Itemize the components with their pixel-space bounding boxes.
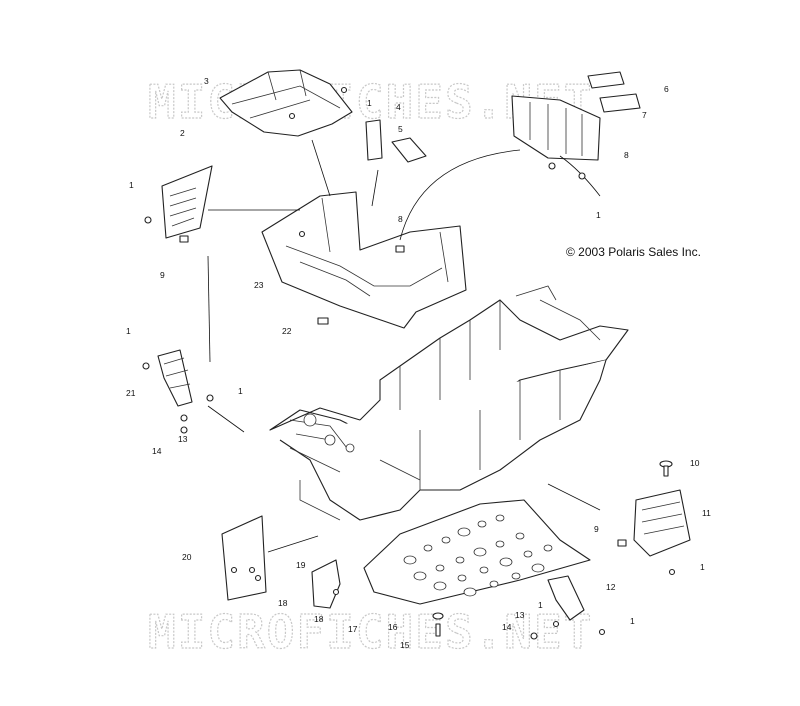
- decal-5-part: [391, 137, 427, 163]
- callout-4: 4: [396, 102, 401, 112]
- callout-16: 16: [388, 622, 398, 632]
- skid-plate-part: [363, 499, 591, 605]
- skid-plate-hole: [495, 514, 505, 522]
- callout-1-d: 1: [126, 326, 131, 336]
- decal-6-part: [587, 71, 625, 89]
- left-side-guard-part: [161, 165, 213, 239]
- skid-plate-hole: [457, 574, 467, 582]
- left-front-panel-part: [221, 515, 267, 601]
- skid-plate-hole: [403, 555, 417, 565]
- callout-1-b: 1: [129, 180, 134, 190]
- skid-plate-hole: [457, 527, 471, 537]
- callout-21: 21: [126, 388, 136, 398]
- watermark-bottom: MICROFICHES.NET: [148, 605, 593, 659]
- callout-13-a: 13: [178, 434, 188, 444]
- callout-1-h: 1: [630, 616, 635, 626]
- push-rivet-10-part: [659, 460, 673, 477]
- skid-plate-hole: [463, 587, 477, 597]
- skid-plate-hole: [543, 544, 553, 552]
- callout-10: 10: [690, 458, 700, 468]
- callout-15: 15: [400, 640, 410, 650]
- skid-plate-hole: [495, 540, 505, 548]
- callout-9-a: 9: [160, 270, 165, 280]
- skid-plate-hole: [479, 566, 489, 574]
- skid-plate-hole: [511, 572, 521, 580]
- skid-plate-hole: [489, 580, 499, 588]
- leader-lines: [207, 139, 601, 553]
- callout-8-a: 8: [624, 150, 629, 160]
- skid-plate-hole: [499, 557, 513, 567]
- bracket-19-part: [311, 559, 341, 609]
- callout-1-g: 1: [538, 600, 543, 610]
- skid-plate-hole: [523, 550, 533, 558]
- bolt-15-part: [435, 623, 441, 637]
- callout-20: 20: [182, 552, 192, 562]
- skid-plate-hole: [435, 564, 445, 572]
- callout-18-a: 18: [278, 598, 288, 608]
- skid-plate-hole: [423, 544, 433, 552]
- callout-11: 11: [702, 508, 711, 518]
- nut-16-part: [432, 612, 444, 620]
- copyright-notice: © 2003 Polaris Sales Inc.: [566, 245, 701, 259]
- skid-plate-hole: [515, 532, 525, 540]
- callout-19: 19: [296, 560, 306, 570]
- rear-floor-panel-part: [219, 69, 353, 137]
- left-footrest-part: [157, 349, 193, 407]
- callout-9-b: 9: [594, 524, 599, 534]
- callout-18-b: 18: [314, 614, 324, 624]
- main-frame-part: [269, 285, 629, 521]
- callout-13-b: 13: [515, 610, 525, 620]
- callout-1-e: 1: [238, 386, 243, 396]
- callout-23: 23: [254, 280, 264, 290]
- callout-17: 17: [348, 624, 358, 634]
- clip-8-part: [395, 245, 405, 253]
- callout-2: 2: [180, 128, 185, 138]
- skid-plate-hole: [441, 536, 451, 544]
- skid-plate-hole: [473, 547, 487, 557]
- fasteners: [142, 86, 676, 640]
- clip-9-left-part: [179, 235, 189, 243]
- skid-plate-hole: [413, 571, 427, 581]
- rear-panel-8-part: [511, 95, 601, 161]
- skid-plate-hole: [433, 581, 447, 591]
- callout-14-b: 14: [502, 622, 512, 632]
- callout-1-f: 1: [700, 562, 705, 572]
- callout-3: 3: [204, 76, 209, 86]
- callout-1-a: 1: [367, 98, 372, 108]
- right-footrest-part: [547, 575, 585, 621]
- clip-9-right-part: [617, 539, 627, 547]
- floor-tray-part: [261, 191, 467, 329]
- callout-6: 6: [664, 84, 669, 94]
- callout-7: 7: [642, 110, 647, 120]
- right-side-guard-part: [633, 489, 691, 557]
- skid-plate-hole: [455, 556, 465, 564]
- callout-labels: 1 1 1 1 1 1 1 1 2 3 4 5 6 7 8 8 9 9 9 10…: [126, 76, 711, 650]
- callout-8-b: 8: [398, 214, 403, 224]
- decal-7-part: [599, 93, 641, 113]
- decal-4-part: [365, 119, 383, 161]
- callout-5: 5: [398, 124, 403, 134]
- callout-14-a: 14: [152, 446, 162, 456]
- callout-12: 12: [606, 582, 616, 592]
- skid-plate-hole: [531, 563, 545, 573]
- clip-22-part: [317, 317, 329, 325]
- callout-1-c: 1: [596, 210, 601, 220]
- callout-22: 22: [282, 326, 292, 336]
- skid-plate-hole: [477, 520, 487, 528]
